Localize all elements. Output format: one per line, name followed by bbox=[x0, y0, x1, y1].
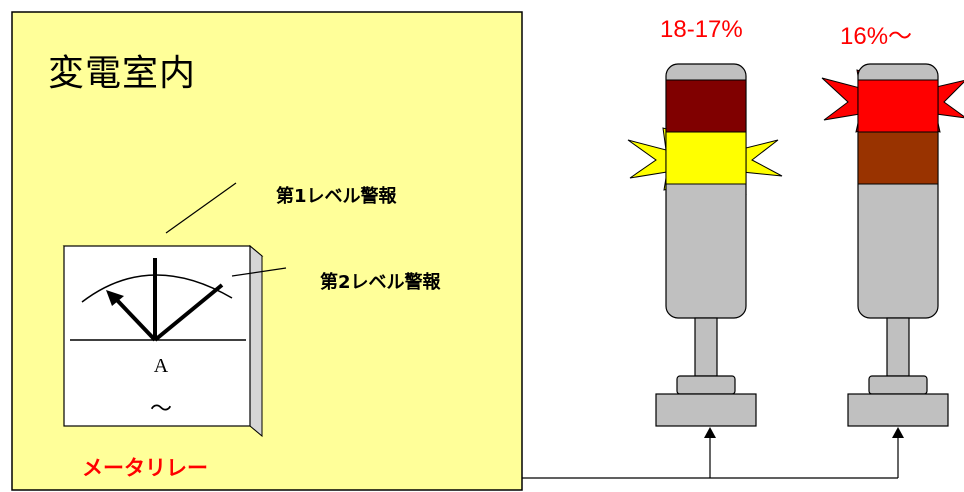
arrow-up-tower2 bbox=[892, 427, 904, 438]
level2-pointer-line bbox=[231, 267, 287, 277]
tower2-base bbox=[847, 393, 949, 427]
level1-alarm-label: 第1レベル警報 bbox=[276, 186, 397, 207]
signal-tower-2 bbox=[821, 63, 964, 427]
tower2-base-upper bbox=[868, 375, 928, 395]
arrow-up-tower1 bbox=[704, 427, 716, 438]
meter-relay: A ～ bbox=[62, 182, 287, 438]
meter-bevel-right bbox=[249, 244, 263, 438]
room-title: 変電室内 bbox=[48, 53, 197, 94]
tower2-pole bbox=[886, 317, 910, 377]
level2-alarm-label: 第2レベル警報 bbox=[320, 272, 441, 293]
tower2-threshold-label: 16%～ bbox=[840, 23, 913, 50]
meter-needle-arrowhead bbox=[106, 290, 124, 306]
tower1-top-lamp bbox=[665, 79, 747, 133]
signal-wiring bbox=[522, 427, 904, 479]
tower1-pole bbox=[694, 317, 718, 377]
tower2-mid-lamp bbox=[857, 131, 939, 185]
tower2-red-lamp bbox=[857, 79, 939, 133]
meter-ac-symbol: ～ bbox=[150, 397, 172, 422]
meter-relay-caption: メータリレー bbox=[82, 456, 208, 480]
tower1-threshold-label: 18-17% bbox=[660, 16, 743, 43]
tower1-base bbox=[655, 393, 757, 427]
meter-unit-symbol: A bbox=[154, 355, 169, 377]
tower1-base-upper bbox=[676, 375, 736, 395]
meter-needle-left bbox=[113, 296, 157, 342]
meter-needle-right bbox=[153, 283, 224, 342]
signal-tower-1 bbox=[627, 63, 783, 427]
tower1-yellow-lamp bbox=[665, 131, 747, 185]
level1-pointer-line bbox=[165, 182, 237, 234]
